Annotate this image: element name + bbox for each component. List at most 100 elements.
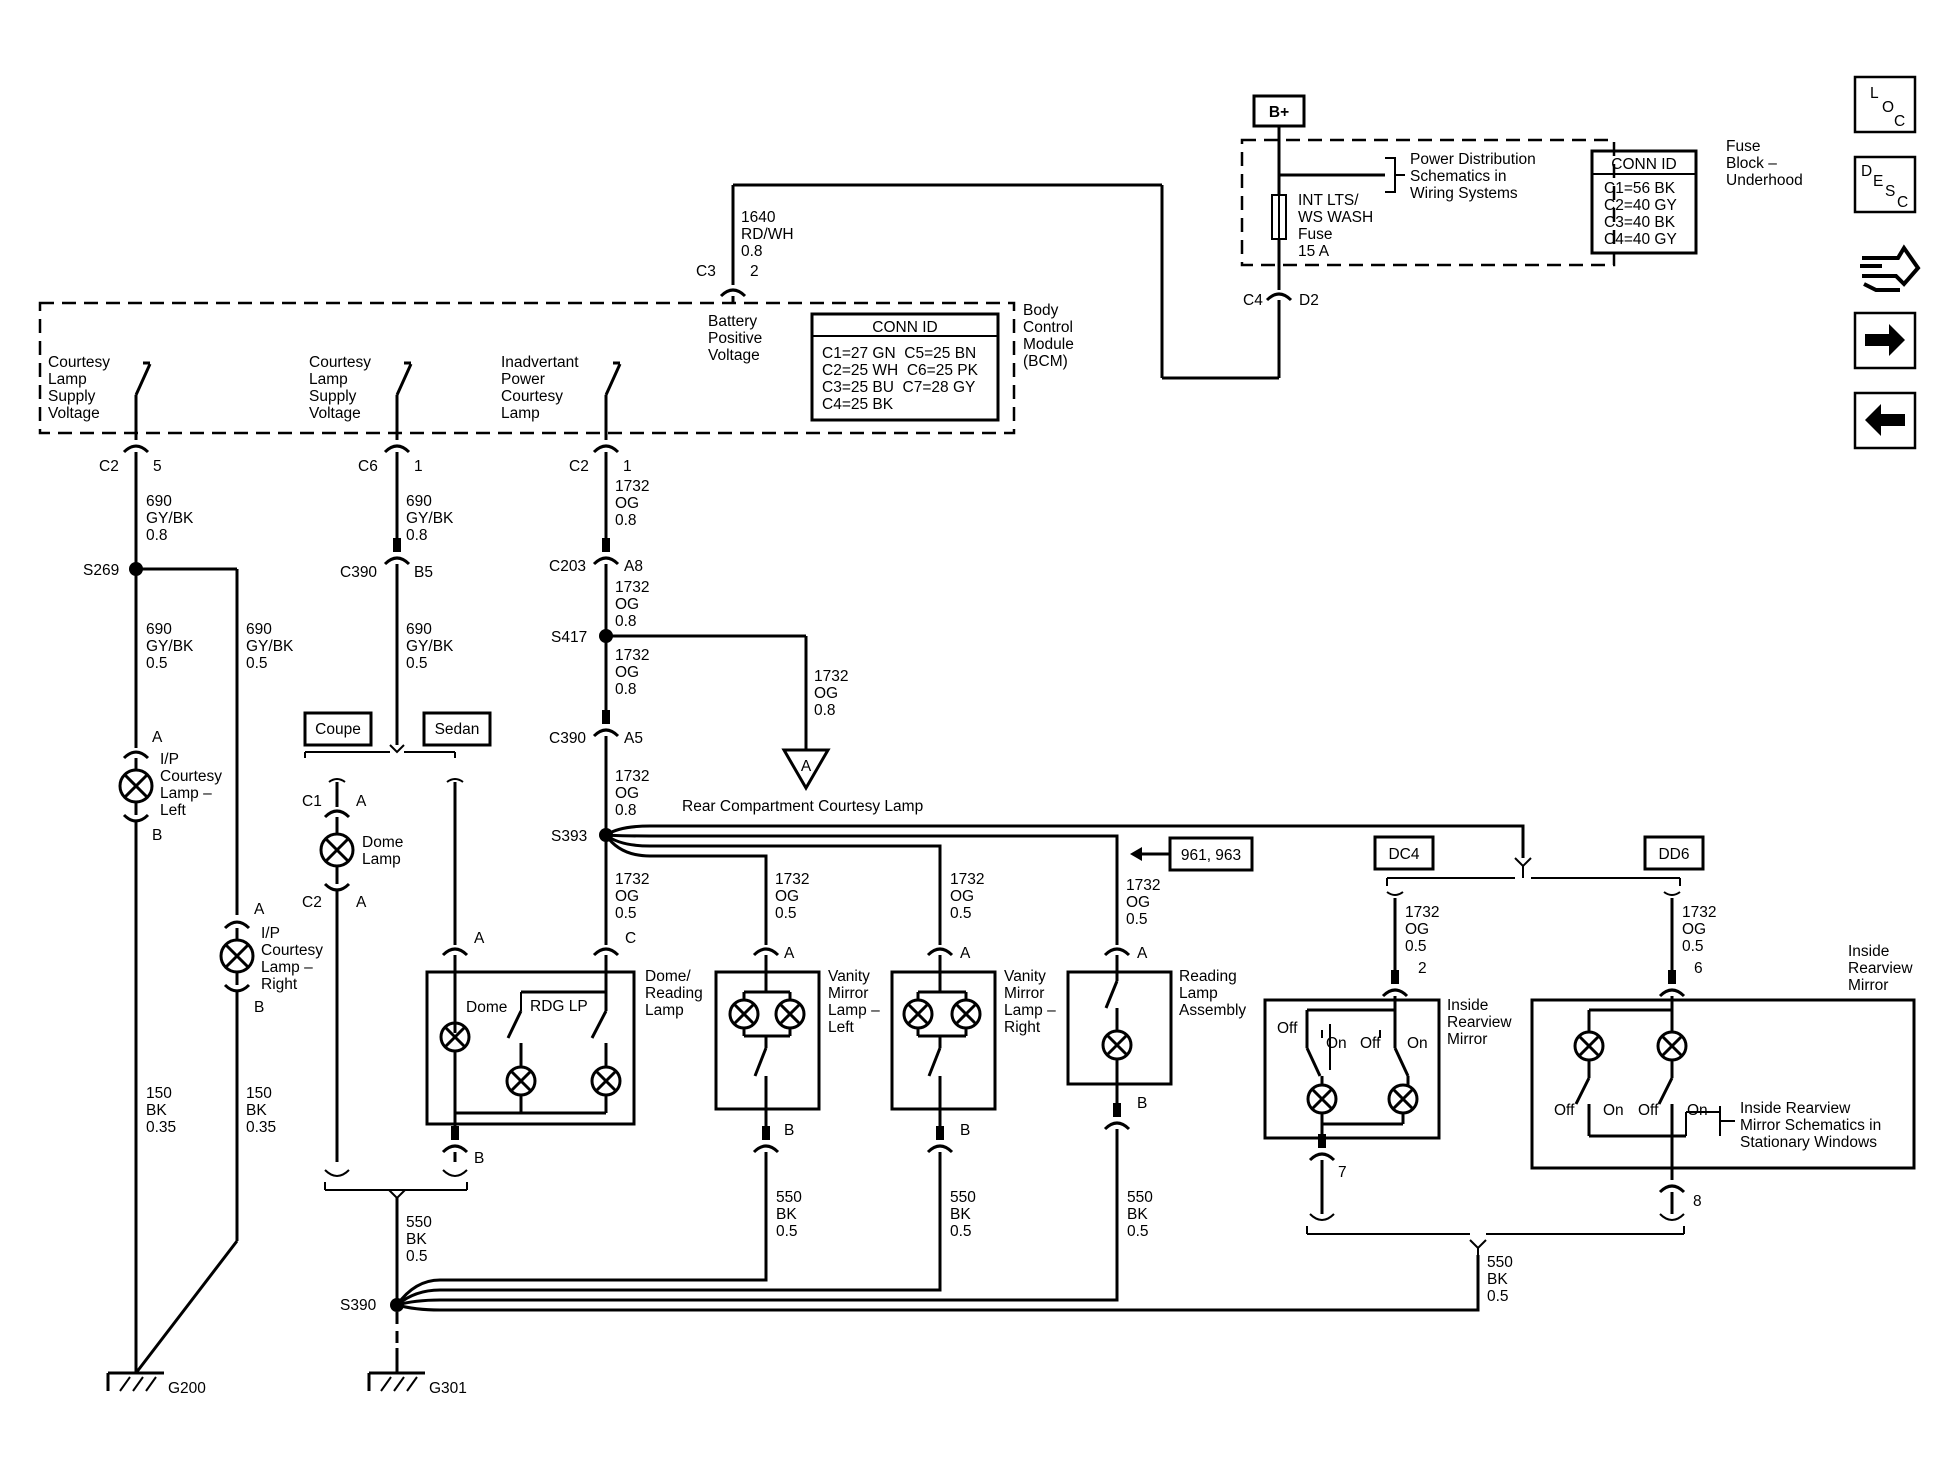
loc-nav-button[interactable]: L O C bbox=[1853, 75, 1917, 134]
w150a-3: 0.35 bbox=[146, 1119, 176, 1136]
vanity-right-2: Mirror bbox=[1004, 985, 1044, 1002]
option-dc4: DC4 bbox=[1388, 846, 1419, 863]
desc-e: E bbox=[1873, 173, 1883, 190]
irm-dd6-pin-6: 6 bbox=[1694, 960, 1703, 977]
dome-reading-2: Reading bbox=[645, 985, 703, 1002]
c2-5-pin: 5 bbox=[153, 458, 162, 475]
offpage-a-triangle bbox=[781, 748, 831, 791]
desc-nav-button[interactable]: D E S C bbox=[1853, 155, 1917, 214]
w1732i-3: 0.5 bbox=[1126, 911, 1148, 928]
splice-s390: S390 bbox=[340, 1297, 377, 1314]
c390-b5-conn: C390 bbox=[340, 564, 377, 581]
irm-dc4-box bbox=[1263, 998, 1441, 1140]
w550b-1: 550 bbox=[776, 1189, 802, 1206]
w1732c-2: OG bbox=[814, 685, 838, 702]
w550c-1: 550 bbox=[950, 1189, 976, 1206]
c2-1-pin: 1 bbox=[623, 458, 632, 475]
ip-left-pin-b: B bbox=[152, 827, 162, 844]
option-dd6: DD6 bbox=[1658, 846, 1689, 863]
w1732f-1: 1732 bbox=[615, 871, 649, 888]
w1732a-2: OG bbox=[615, 495, 639, 512]
irm-dc4-1: Inside bbox=[1447, 997, 1488, 1014]
w150b-3: 0.35 bbox=[246, 1119, 276, 1136]
w150a-2: BK bbox=[146, 1102, 167, 1119]
bcm-switch-2 bbox=[395, 361, 413, 440]
sedan-option-box bbox=[422, 711, 492, 747]
irm-dd6-off1: Off bbox=[1554, 1102, 1575, 1119]
ground-g200: G200 bbox=[168, 1380, 206, 1397]
ip-left-4: Left bbox=[160, 802, 187, 819]
ip-left-pin-a: A bbox=[152, 729, 163, 746]
w550a-1: 550 bbox=[406, 1214, 432, 1231]
ip-left-3: Lamp – bbox=[160, 785, 212, 802]
c203-a8-conn: C203 bbox=[549, 558, 586, 575]
connector-c2-1 bbox=[592, 444, 620, 454]
option-dc4-box bbox=[1373, 835, 1435, 871]
bcm-batt-1: Battery bbox=[708, 313, 757, 330]
w1732h-2: OG bbox=[950, 888, 974, 905]
dome-reading-pin-c: C bbox=[625, 930, 636, 947]
connector-c2-5 bbox=[122, 444, 150, 454]
desc-s: S bbox=[1885, 183, 1895, 200]
irm-dd6-1: Inside bbox=[1848, 943, 1889, 960]
fuse-line-3: Fuse bbox=[1298, 226, 1332, 243]
w150a-1: 150 bbox=[146, 1085, 172, 1102]
w1732g-3: 0.5 bbox=[775, 905, 797, 922]
splice-s269: S269 bbox=[83, 562, 119, 579]
w1732e-2: OG bbox=[615, 785, 639, 802]
fuse-conn-title: CONN ID bbox=[1611, 156, 1676, 173]
irm-dc4-pin-2: 2 bbox=[1418, 960, 1427, 977]
out3-line-4: Lamp bbox=[501, 405, 540, 422]
w690a-2: GY/BK bbox=[146, 510, 194, 527]
out2-line-4: Voltage bbox=[309, 405, 361, 422]
fuse-block-name-1: Fuse bbox=[1726, 138, 1760, 155]
ref-arrow-icon bbox=[1130, 847, 1142, 861]
w1732b-3: 0.8 bbox=[615, 613, 637, 630]
out1-line-2: Lamp bbox=[48, 371, 87, 388]
w1732c-1: 1732 bbox=[814, 668, 848, 685]
fuse-line-4: 15 A bbox=[1298, 243, 1330, 260]
c6-1-conn: C6 bbox=[358, 458, 378, 475]
w690c-3: 0.5 bbox=[246, 655, 268, 672]
back-arrow-icon bbox=[1865, 404, 1905, 436]
fuse-conn-3: C3=40 BK bbox=[1604, 214, 1676, 231]
reading-lamp-assembly-box bbox=[1066, 970, 1173, 1086]
bcm-batt-3: Voltage bbox=[708, 347, 760, 364]
bcm-conn-1: C1=27 GN C5=25 BN bbox=[822, 345, 976, 362]
w690a-3: 0.8 bbox=[146, 527, 168, 544]
vanity-right-3: Lamp – bbox=[1004, 1002, 1056, 1019]
ip-left-1: I/P bbox=[160, 751, 179, 768]
fuse-conn-2: C2=40 GY bbox=[1604, 197, 1677, 214]
pd-line-2: Schematics in bbox=[1410, 168, 1506, 185]
forward-arrow-button[interactable] bbox=[1853, 311, 1917, 370]
connector-tool-icon[interactable] bbox=[1860, 244, 1921, 292]
vanity-left-pin-b: B bbox=[784, 1122, 794, 1139]
connector-c390-b5 bbox=[393, 538, 401, 552]
bcm-conn-2: C2=25 WH C6=25 PK bbox=[822, 362, 979, 379]
c390-b5-pin: B5 bbox=[414, 564, 433, 581]
bplus-label: B+ bbox=[1269, 104, 1289, 121]
option-dd6-box bbox=[1643, 835, 1705, 871]
w1732e-1: 1732 bbox=[615, 768, 649, 785]
ref-961-963: 961, 963 bbox=[1181, 847, 1241, 864]
wire-1640-num: 1640 bbox=[741, 209, 776, 226]
irm-dd6-on1: On bbox=[1603, 1102, 1624, 1119]
vanity-right-box bbox=[890, 970, 997, 1111]
connector-c390-a5 bbox=[602, 710, 610, 724]
dome-lamp-2: Lamp bbox=[362, 851, 401, 868]
w550b-2: BK bbox=[776, 1206, 797, 1223]
ground-g200-icon bbox=[106, 1371, 164, 1392]
dome-lamp-conn-c1: C1 bbox=[302, 793, 322, 810]
irm-dc4-off2: Off bbox=[1360, 1035, 1381, 1052]
reading-assy-pin-a: A bbox=[1137, 945, 1148, 962]
back-arrow-button[interactable] bbox=[1853, 391, 1917, 450]
dome-reading-1: Dome/ bbox=[645, 968, 691, 985]
connector-c203-a8 bbox=[602, 538, 610, 552]
w690c-2: GY/BK bbox=[246, 638, 294, 655]
reading-assy-3: Assembly bbox=[1179, 1002, 1246, 1019]
w1732g-2: OG bbox=[775, 888, 799, 905]
irm-ref-1: Inside Rearview bbox=[1740, 1100, 1851, 1117]
irm-dc4-off1: Off bbox=[1277, 1020, 1298, 1037]
ip-left-2: Courtesy bbox=[160, 768, 222, 785]
c390-a5-pin: A5 bbox=[624, 730, 643, 747]
